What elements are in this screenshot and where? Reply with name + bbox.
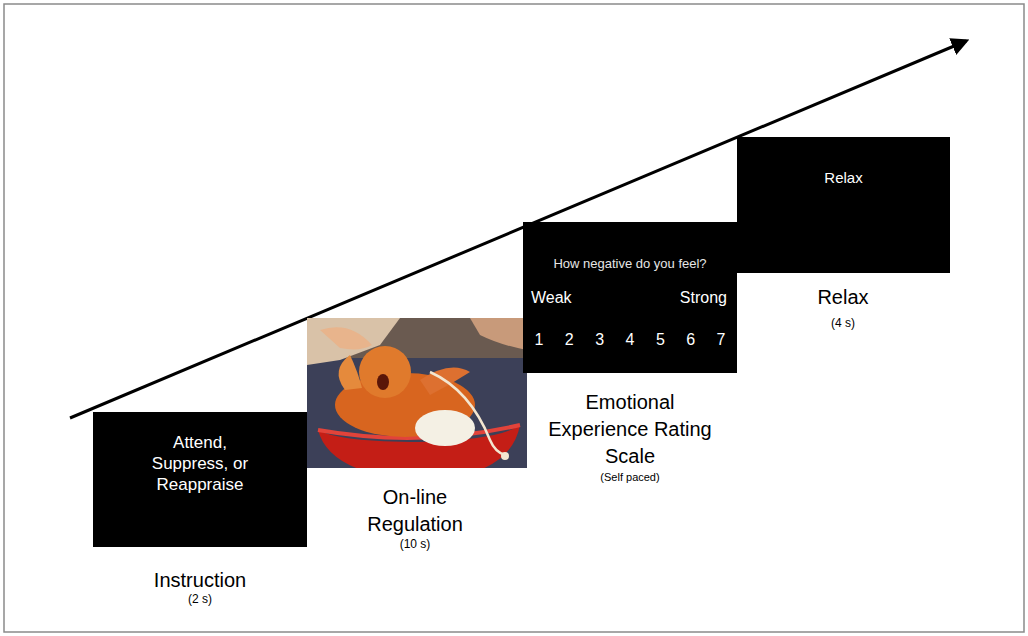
screen-box: How negative do you feel? Weak Strong 1 2 3… [523, 222, 737, 373]
screen-text: Relax [737, 169, 950, 187]
step-duration: (Self paced) [570, 471, 690, 484]
frame-border [4, 4, 1024, 632]
step-caption: Emotional Experience Rating Scale [535, 389, 725, 470]
screen-box: Attend, Suppress, or Reappraise [93, 412, 307, 547]
stimulus-photo [307, 318, 527, 468]
screen-text: Attend, Suppress, or Reappraise [140, 432, 260, 495]
step-caption: Relax [793, 285, 893, 309]
screen-text: Weak [531, 288, 611, 307]
step-caption: On-line Regulation [350, 484, 480, 538]
screen-text: How negative do you feel? [523, 256, 737, 272]
step-duration: (2 s) [160, 592, 240, 606]
screen-text: 1 2 3 4 5 6 7 [523, 330, 737, 349]
screen-box: Relax [737, 137, 950, 273]
step-caption: Instruction [100, 568, 300, 592]
step-duration: (4 s) [803, 316, 883, 330]
screen-text: Strong [643, 288, 727, 307]
step-duration: (10 s) [375, 537, 455, 551]
